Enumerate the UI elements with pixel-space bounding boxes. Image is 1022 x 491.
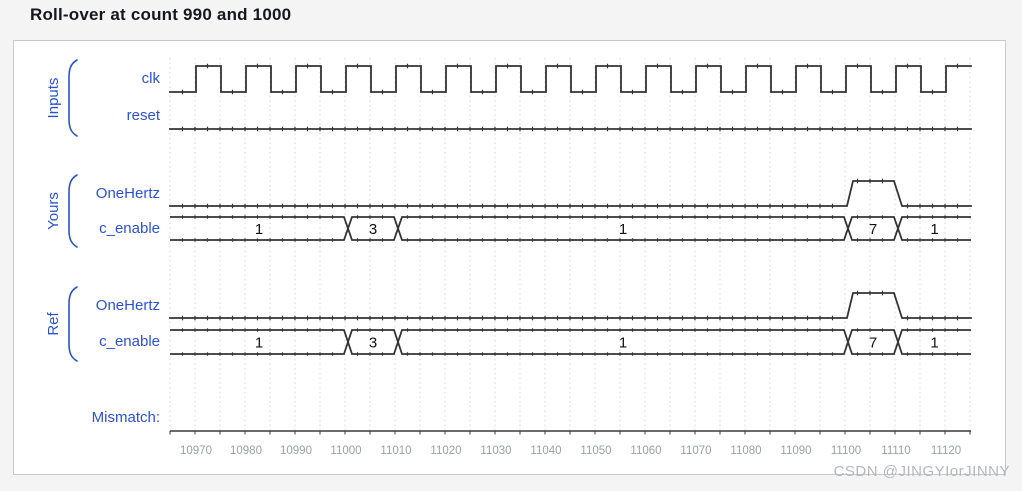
page-title: Roll-over at count 990 and 1000 [30, 5, 292, 24]
bus-value: 7 [869, 335, 877, 352]
signal-label-ref-c-enable: c_enable [99, 333, 160, 350]
bus-value: 1 [255, 221, 263, 238]
waveform-panel [13, 40, 1006, 475]
axis-tick-label: 11000 [330, 445, 361, 457]
ref-c-enable-bus: 1 3 1 7 1 [170, 328, 971, 356]
axis-tick-label: 11010 [380, 445, 411, 457]
group-brace-inputs [68, 59, 78, 137]
time-axis: 10970 10980 10990 11000 11010 11020 11030 11040… [169, 430, 971, 457]
axis-tick-label: 11020 [430, 445, 461, 457]
axis-tick-label: 11060 [630, 445, 661, 457]
yours-c-enable-bus: 1 3 1 7 1 [170, 215, 971, 242]
bus-value: 1 [930, 221, 938, 238]
yours-onehertz-waveform [169, 178, 972, 209]
axis-tick-label: 11110 [881, 445, 910, 457]
axis-tick-label: 11070 [680, 445, 711, 457]
axis-tick-label: 11090 [780, 445, 811, 457]
watermark: CSDN @JINGYIorJINNY [833, 463, 1010, 480]
signal-label-yours-c-enable: c_enable [99, 219, 160, 237]
bus-value: 7 [869, 221, 877, 238]
mismatch-label: Mismatch: [91, 409, 160, 426]
bus-value: 1 [619, 221, 627, 238]
signal-label-inputs-reset: reset [126, 107, 160, 124]
gridlines [169, 58, 971, 430]
ref-onehertz-waveform [169, 290, 972, 321]
inputs-clk-waveform [169, 63, 972, 95]
axis-tick-label: 10970 [180, 445, 212, 457]
axis-tick-label: 11120 [931, 445, 961, 457]
bus-value: 1 [930, 335, 938, 352]
axis-tick-label: 11080 [730, 445, 761, 457]
axis-tick-label: 11050 [580, 445, 611, 457]
signal-label-yours-onehertz: OneHertz [95, 184, 160, 202]
group-brace-yours [68, 174, 78, 248]
bus-value: 1 [255, 335, 263, 352]
bus-value: 1 [619, 335, 627, 352]
bus-value: 3 [369, 335, 377, 352]
bus-value: 3 [369, 221, 377, 238]
axis-tick-label: 10980 [230, 445, 262, 457]
axis-tick-label: 11040 [530, 445, 561, 457]
axis-tick-label: 11030 [480, 445, 511, 457]
signal-label-ref-onehertz: OneHertz [95, 296, 160, 314]
signal-label-inputs-clk: clk [141, 70, 160, 87]
inputs-reset-waveform [169, 126, 972, 132]
axis-tick-label: 10990 [280, 445, 312, 457]
group-brace-ref [68, 286, 78, 362]
axis-tick-label: 11100 [831, 445, 861, 457]
